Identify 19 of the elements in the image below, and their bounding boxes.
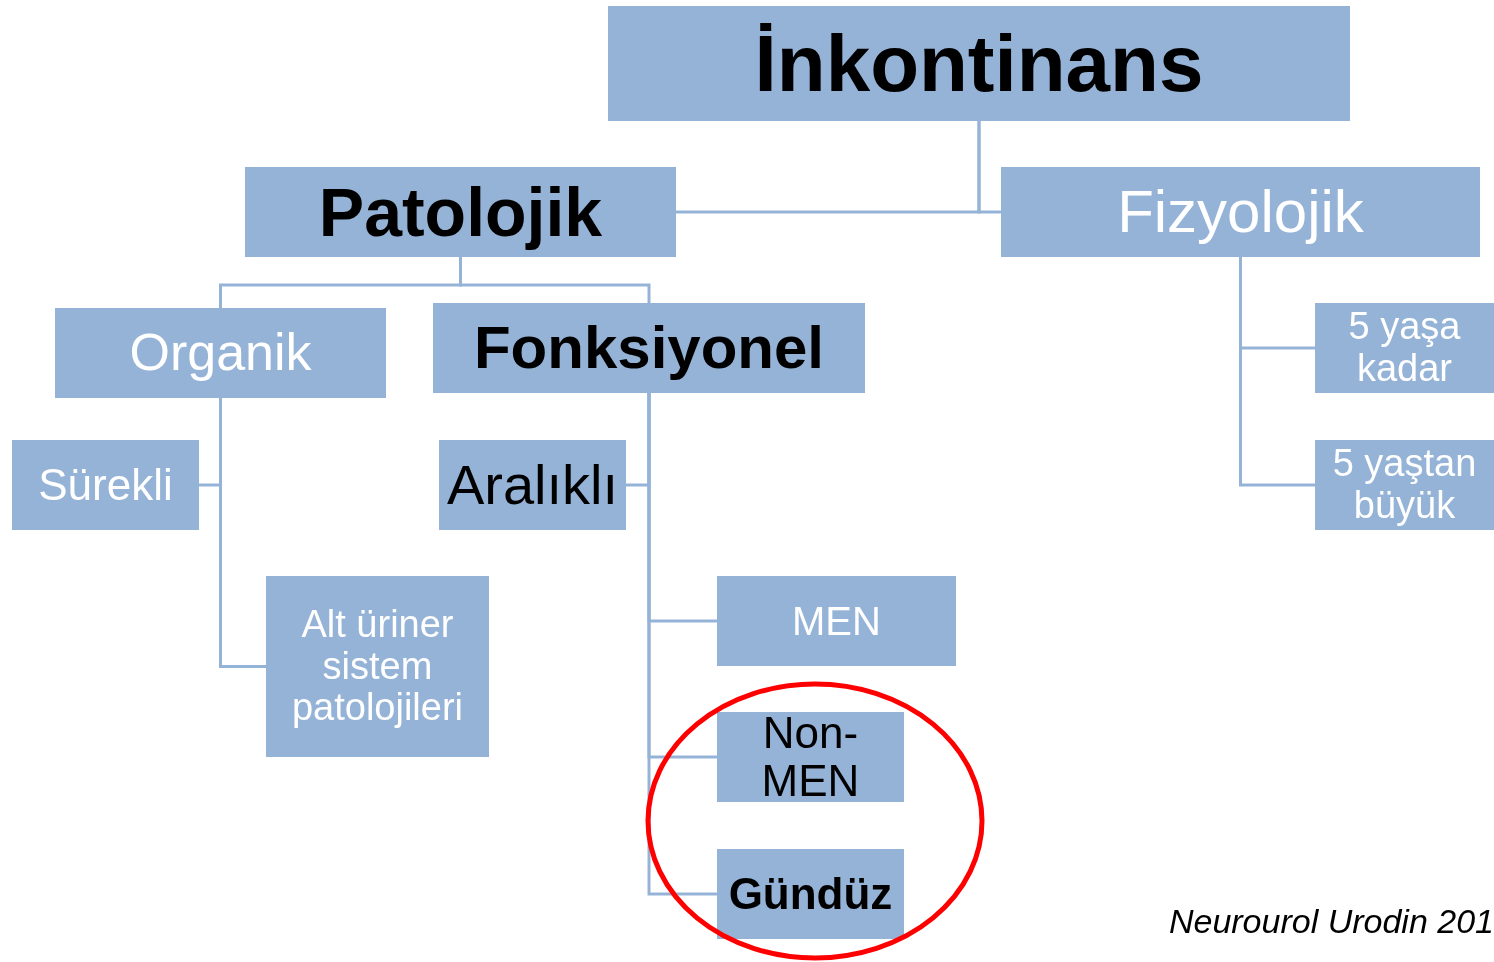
connector-line: [1239, 257, 1315, 487]
category-box: Aralıklı: [439, 440, 626, 530]
category-box: 5 yaşa kadar: [1315, 303, 1494, 393]
category-box: Organik: [55, 308, 386, 398]
category-box: Non-MEN: [717, 712, 904, 802]
connector-line: [219, 398, 266, 668]
citation-text: Neurourol Urodin 201: [1168, 902, 1494, 941]
connector-line: [647, 393, 717, 896]
connector-line: [459, 257, 651, 303]
category-box: Alt üriner sistem patolojileri: [266, 576, 489, 757]
category-box: Fizyolojik: [1001, 167, 1480, 257]
category-box: İnkontinans: [608, 6, 1350, 121]
category-box: Gündüz: [717, 849, 904, 939]
category-box: Sürekli: [12, 440, 199, 530]
connector-line: [977, 121, 1001, 214]
category-box: Fonksiyonel: [433, 303, 865, 393]
category-box: 5 yaştan büyük: [1315, 440, 1494, 530]
category-box: Patolojik: [245, 167, 676, 257]
category-box: MEN: [717, 576, 956, 666]
